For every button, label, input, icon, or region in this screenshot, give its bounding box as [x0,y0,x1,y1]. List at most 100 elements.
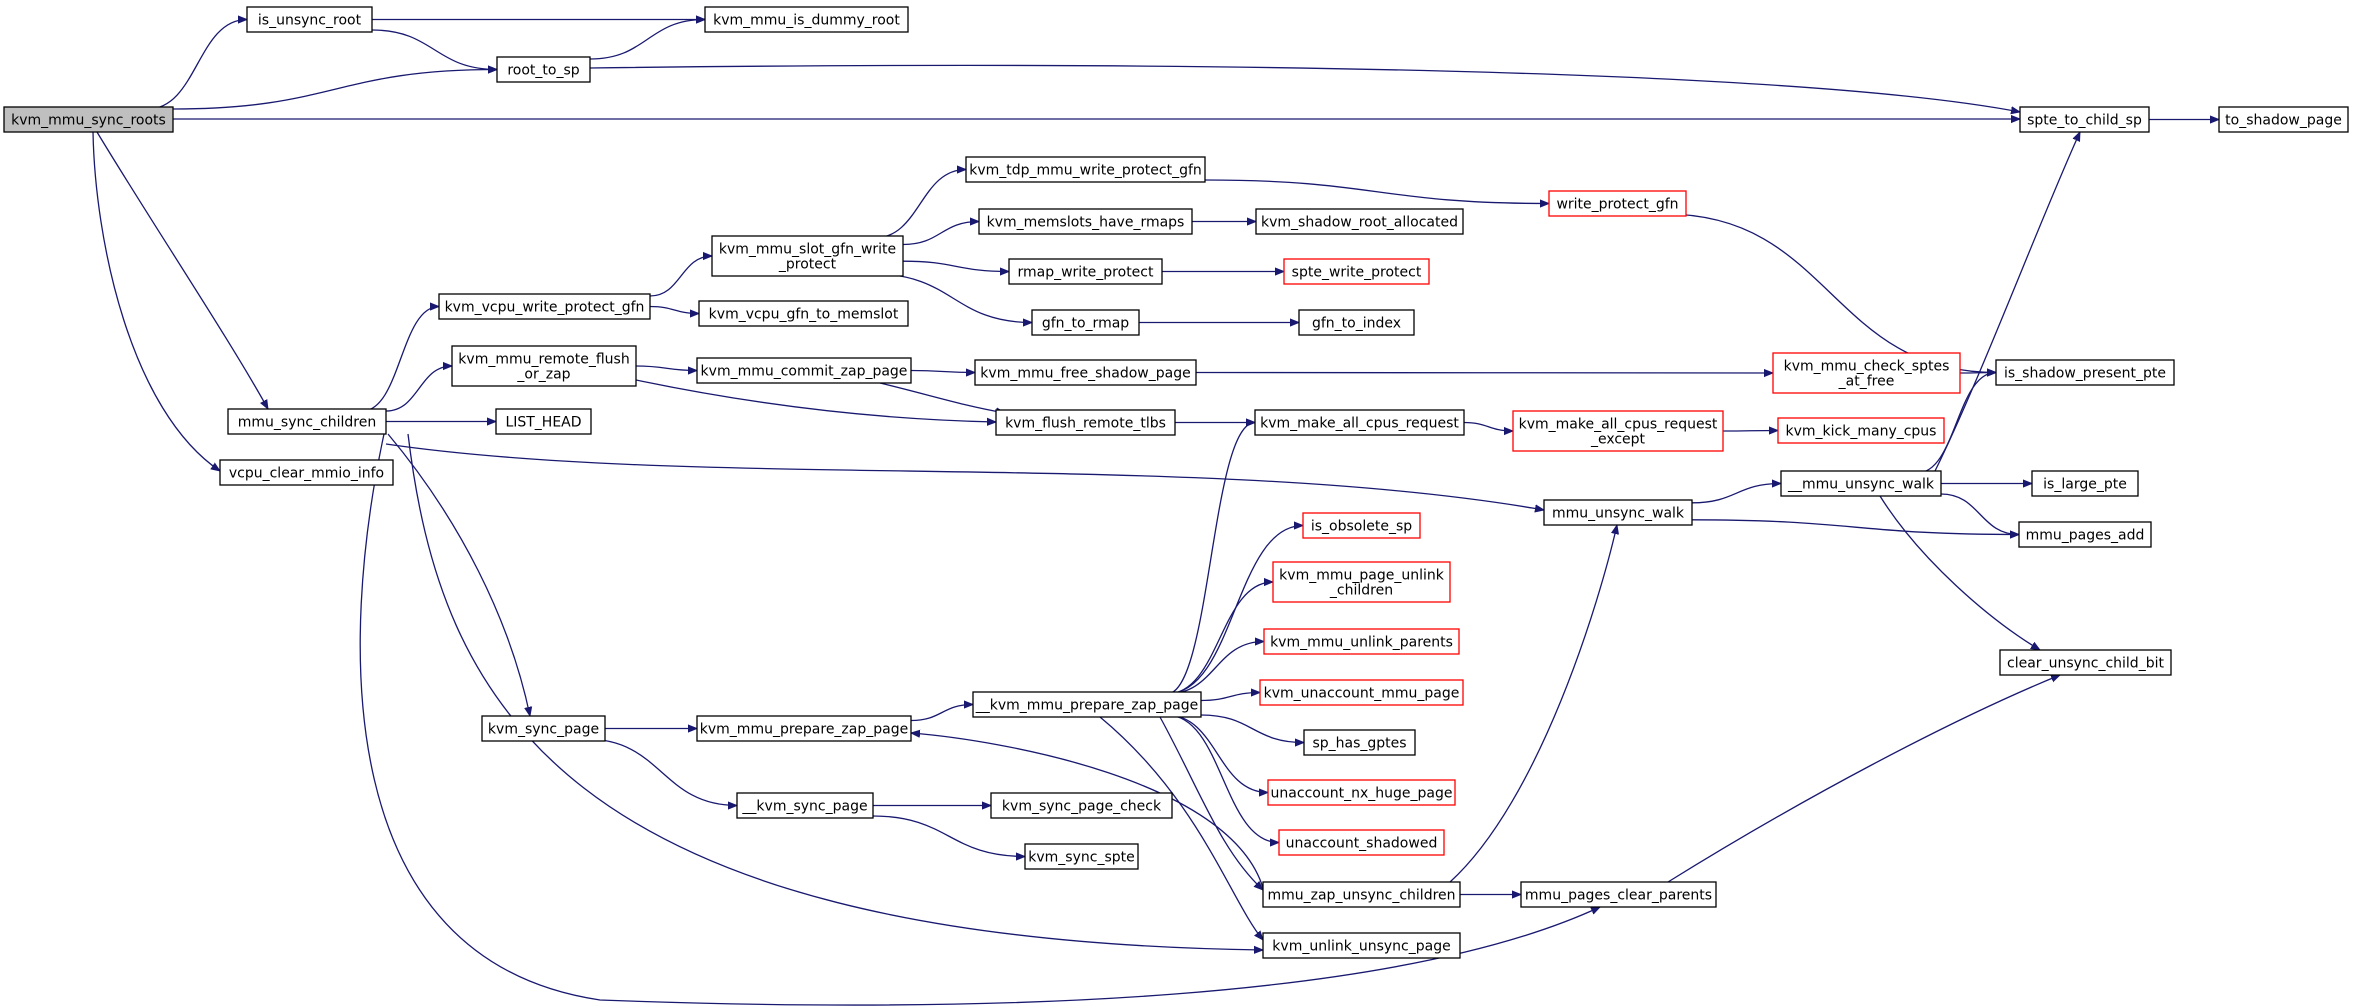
node-kvm_kick_many_cpus[interactable]: kvm_kick_many_cpus [1777,417,1945,444]
edge-kvm_mmu_free_shadow_page-to-kvm_mmu_check_sptes_at_free [1195,373,1773,374]
node-mmu_unsync_walk[interactable]: mmu_unsync_walk [1543,499,1693,526]
node-is_unsync_root[interactable]: is_unsync_root [246,6,373,33]
node-rmap_write_protect[interactable]: rmap_write_protect [1008,258,1163,285]
node-box [1777,417,1945,444]
edge-kvm_mmu_slot_gfn_write_protect-to-kvm_memslots_have_rmaps [902,222,979,246]
node-label: rmap_write_protect [1017,265,1154,281]
node-kvm_make_all_cpus_request_except[interactable]: kvm_make_all_cpus_request_except [1512,410,1724,452]
node-kvm_unlink_unsync_page[interactable]: kvm_unlink_unsync_page [1262,932,1461,959]
node-clear_unsync_child_bit[interactable]: clear_unsync_child_bit [1999,649,2172,676]
node-kvm_memslots_have_rmaps[interactable]: kvm_memslots_have_rmaps [978,208,1193,235]
edge-mmu_sync_children-to-kvm_vcpu_write_protect_gfn [362,307,440,412]
edge-kvm_mmu_prepare_zap_page-to-__kvm_mmu_prepare_zap_page [910,705,973,722]
node-kvm_shadow_root_allocated[interactable]: kvm_shadow_root_allocated [1255,208,1464,235]
node-root_to_sp[interactable]: root_to_sp [496,56,591,83]
node-box [1272,561,1451,603]
node-label: kvm_unlink_unsync_page [1272,939,1450,955]
edge-mmu_pages_clear_parents-to-clear_unsync_child_bit [1667,674,2060,883]
node-label: kvm_sync_page_check [1002,799,1162,815]
node-__kvm_sync_page[interactable]: __kvm_sync_page [736,792,874,819]
node-is_obsolete_sp[interactable]: is_obsolete_sp [1302,512,1421,539]
node-unaccount_shadowed[interactable]: unaccount_shadowed [1278,829,1445,856]
node-label: _or_zap [516,367,570,383]
node-vcpu_clear_mmio_info[interactable]: vcpu_clear_mmio_info [219,459,394,486]
node-box [1772,352,1961,394]
node-kvm_mmu_free_shadow_page[interactable]: kvm_mmu_free_shadow_page [974,359,1197,386]
node-label: _children [1329,583,1393,599]
node-label: mmu_pages_add [2026,528,2145,544]
node-write_protect_gfn[interactable]: write_protect_gfn [1548,190,1687,217]
node-box [1255,208,1464,235]
node-box [1024,843,1139,870]
node-kvm_mmu_sync_roots[interactable]: kvm_mmu_sync_roots [3,106,174,133]
node-box [995,409,1176,436]
edge-kvm_mmu_commit_zap_page-to-kvm_mmu_free_shadow_page [910,371,975,373]
node-__kvm_mmu_prepare_zap_page[interactable]: __kvm_mmu_prepare_zap_page [972,691,1202,718]
node-label: unaccount_shadowed [1286,836,1438,852]
node-box [1298,309,1415,336]
edge-__kvm_mmu_prepare_zap_page-to-kvm_mmu_unlink_parents [1166,642,1264,695]
node-kvm_sync_spte[interactable]: kvm_sync_spte [1024,843,1139,870]
node-mmu_sync_children[interactable]: mmu_sync_children [227,408,387,435]
node-kvm_mmu_prepare_zap_page[interactable]: kvm_mmu_prepare_zap_page [696,715,912,742]
node-box [1267,779,1456,806]
node-gfn_to_index[interactable]: gfn_to_index [1298,309,1415,336]
node-kvm_vcpu_write_protect_gfn[interactable]: kvm_vcpu_write_protect_gfn [438,293,651,320]
node-kvm_sync_page_check[interactable]: kvm_sync_page_check [990,792,1173,819]
node-gfn_to_rmap[interactable]: gfn_to_rmap [1031,309,1140,336]
node-box [1303,729,1416,756]
node-kvm_sync_page[interactable]: kvm_sync_page [481,715,606,742]
node-to_shadow_page[interactable]: to_shadow_page [2218,106,2349,133]
node-unaccount_nx_huge_page[interactable]: unaccount_nx_huge_page [1267,779,1456,806]
node-label: kvm_mmu_check_sptes [1784,359,1950,375]
node-kvm_mmu_unlink_parents[interactable]: kvm_mmu_unlink_parents [1263,628,1460,655]
edge-kvm_vcpu_write_protect_gfn-to-kvm_vcpu_gfn_to_memslot [649,305,699,314]
node-LIST_HEAD[interactable]: LIST_HEAD [495,408,592,435]
node-box [1512,410,1724,452]
edge-__kvm_mmu_prepare_zap_page-to-kvm_unlink_unsync_page [1099,716,1263,940]
node-box [698,300,909,327]
node-kvm_unaccount_mmu_page[interactable]: kvm_unaccount_mmu_page [1259,679,1464,706]
node-label: __kvm_mmu_prepare_zap_page [975,698,1198,714]
node-box [1254,409,1465,436]
node-is_large_pte[interactable]: is_large_pte [2031,470,2139,497]
node-kvm_tdp_mmu_write_protect_gfn[interactable]: kvm_tdp_mmu_write_protect_gfn [965,156,1206,183]
node-kvm_mmu_slot_gfn_write_protect[interactable]: kvm_mmu_slot_gfn_write_protect [711,235,904,277]
node-kvm_mmu_is_dummy_root[interactable]: kvm_mmu_is_dummy_root [704,6,909,33]
node-is_shadow_present_pte[interactable]: is_shadow_present_pte [1995,359,2175,386]
node-label: mmu_pages_clear_parents [1525,888,1712,904]
node-box [990,792,1173,819]
node-label: gfn_to_index [1312,316,1401,332]
node-label: mmu_sync_children [238,415,376,431]
node-box [972,691,1202,718]
node-label: clear_unsync_child_bit [2007,656,2164,672]
node-box [1008,258,1163,285]
edge-__mmu_unsync_walk-to-clear_unsync_child_bit [1879,495,2040,650]
edge-mmu_zap_unsync_children-to-mmu_unsync_walk [1449,525,1617,883]
node-__mmu_unsync_walk[interactable]: __mmu_unsync_walk [1780,470,1942,497]
edge-kvm_make_all_cpus_request_except-to-kvm_kick_many_cpus [1722,431,1778,432]
node-kvm_vcpu_gfn_to_memslot[interactable]: kvm_vcpu_gfn_to_memslot [698,300,909,327]
node-label: is_large_pte [2043,477,2127,493]
node-box [496,56,591,83]
node-box [246,6,373,33]
node-kvm_mmu_page_unlink_children[interactable]: kvm_mmu_page_unlink_children [1272,561,1451,603]
edge-mmu_sync_children-to-kvm_unlink_unsync_page [407,433,1263,950]
node-mmu_zap_unsync_children[interactable]: mmu_zap_unsync_children [1262,881,1461,908]
node-spte_to_child_sp[interactable]: spte_to_child_sp [2019,106,2150,133]
node-box [1780,470,1942,497]
node-kvm_flush_remote_tlbs[interactable]: kvm_flush_remote_tlbs [995,409,1176,436]
node-sp_has_gptes[interactable]: sp_has_gptes [1303,729,1416,756]
edge-mmu_sync_children-to-mmu_pages_clear_parents [359,433,1600,1006]
node-mmu_pages_clear_parents[interactable]: mmu_pages_clear_parents [1520,881,1717,908]
node-kvm_make_all_cpus_request[interactable]: kvm_make_all_cpus_request [1254,409,1465,436]
node-box [1302,512,1421,539]
node-kvm_mmu_commit_zap_page[interactable]: kvm_mmu_commit_zap_page [696,357,912,384]
node-kvm_mmu_remote_flush_or_zap[interactable]: kvm_mmu_remote_flush_or_zap [451,345,637,387]
node-spte_write_protect[interactable]: spte_write_protect [1283,258,1430,285]
node-kvm_mmu_check_sptes_at_free[interactable]: kvm_mmu_check_sptes_at_free [1772,352,1961,394]
edge-mmu_sync_children-to-mmu_unsync_walk [385,443,1544,510]
node-label: kvm_sync_page [488,722,599,738]
node-mmu_pages_add[interactable]: mmu_pages_add [2018,521,2152,548]
